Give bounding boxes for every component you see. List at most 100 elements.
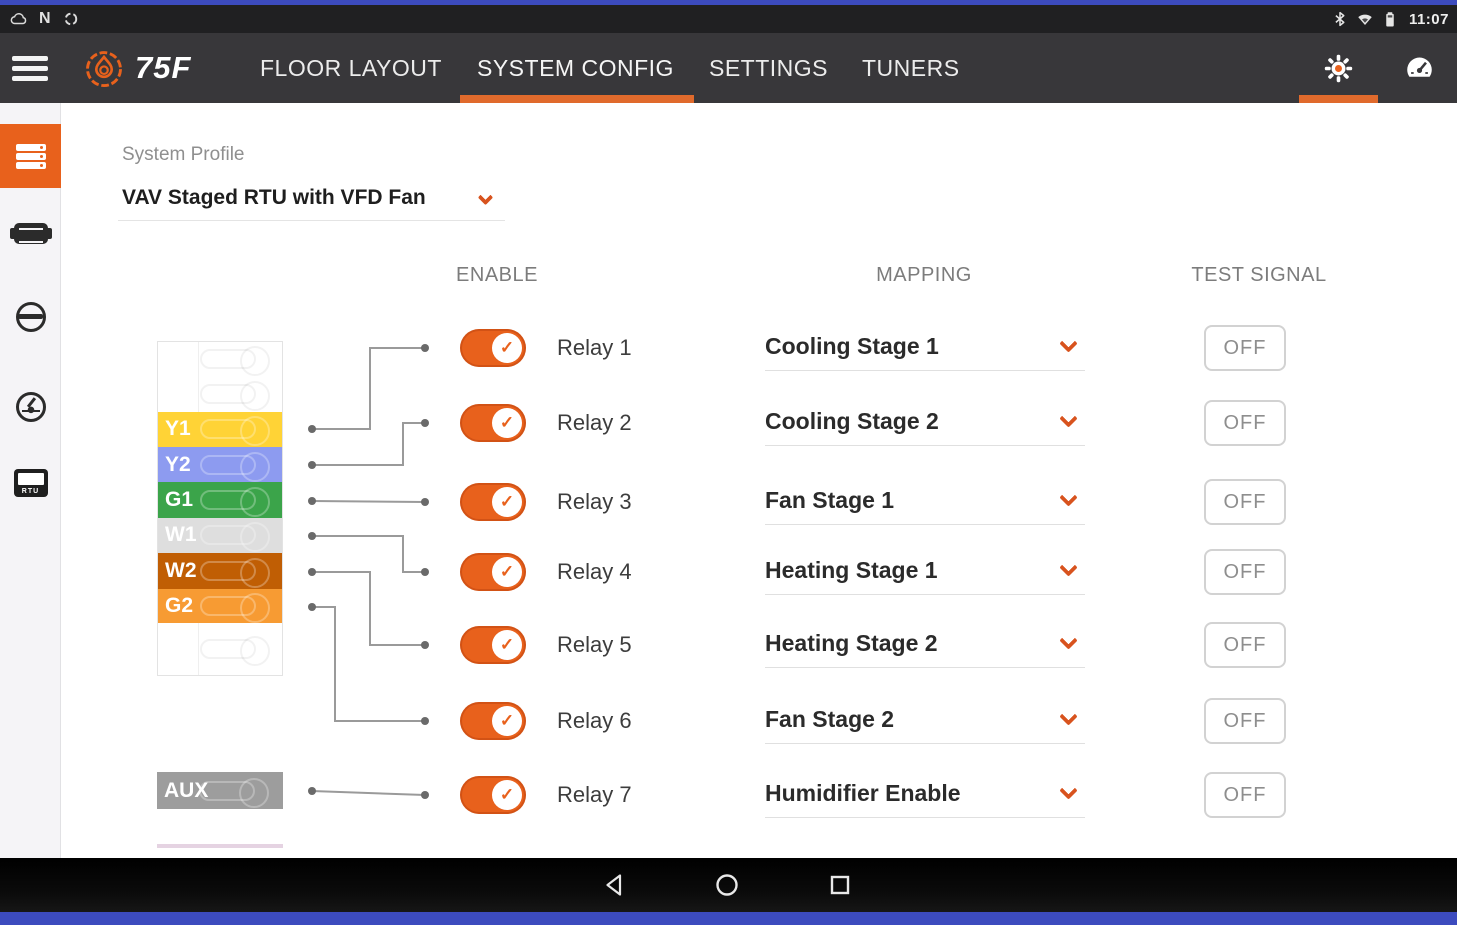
sync-notification-icon [64,12,77,26]
relay-enable-toggle[interactable]: ✓ [460,776,526,814]
test-signal-button[interactable]: OFF [1204,479,1286,525]
relay-label: Relay 1 [557,335,632,360]
sidebar-item-system-profile[interactable] [0,124,61,188]
toggle-check-icon: ✓ [492,487,522,517]
relay-mapping-dropdown[interactable]: Cooling Stage 2 [765,399,1085,446]
dial-icon [15,392,46,422]
terminal-label: Y2 [165,452,191,476]
relay-mapping-dropdown[interactable]: Cooling Stage 1 [765,324,1085,371]
sidebar-item-damper[interactable] [0,285,61,349]
terminal-label: W1 [165,523,197,547]
chevron-down-icon [1059,409,1078,428]
sidebar-item-dial[interactable] [0,375,61,439]
brand-logo: 75F [82,46,191,90]
back-icon[interactable] [602,871,630,899]
wire-aux-to-relay-7 [311,790,426,796]
screen-edge-bottom [0,912,1457,925]
tab-tuners[interactable]: TUNERS [862,55,960,81]
mapping-value: Fan Stage 1 [765,487,895,513]
home-icon[interactable] [713,871,741,899]
wire-g1-to-relay-3 [311,500,426,503]
terminal-keyhole [200,487,270,518]
relay-enable-toggle[interactable]: ✓ [460,626,526,664]
wire-node [308,603,316,611]
tab-floor-layout[interactable]: FLOOR LAYOUT [260,55,442,81]
relay-enable-toggle[interactable]: ✓ [460,553,526,591]
screen-edge-top [0,0,1457,5]
sidebar-item-rtu[interactable]: RTU [0,451,61,515]
terminal-label: G1 [165,488,194,512]
recents-icon[interactable] [826,871,854,899]
wire-node [308,497,316,505]
system-status-icons: 11:07 [1331,9,1449,29]
toggle-check-icon: ✓ [492,706,522,736]
relay-enable-toggle[interactable]: ✓ [460,329,526,367]
sidebar-item-controller[interactable] [0,201,61,265]
column-header-enable: ENABLE [456,264,538,286]
settings-gear-icon[interactable] [1323,53,1354,84]
terminal-keyhole [200,451,270,482]
terminal-keyhole [200,522,270,553]
bluetooth-icon [1335,11,1345,27]
relay-mapping-dropdown[interactable]: Humidifier Enable [765,771,1085,818]
test-signal-button[interactable]: OFF [1204,400,1286,446]
brand-flame-icon [86,51,122,88]
terminal-keyhole [199,777,269,808]
menu-icon[interactable] [12,56,48,81]
relay-enable-toggle[interactable]: ✓ [460,404,526,442]
relay-mapping-dropdown[interactable]: Heating Stage 1 [765,548,1085,595]
brand-text: 75F [135,50,192,85]
wire-node [421,498,429,506]
relay-row-4: ✓ Relay 4 Heating Stage 1 OFF [460,548,1340,596]
terminal-label: W2 [165,558,197,582]
system-profile-label: System Profile [122,144,245,165]
terminal-keyhole [200,416,270,447]
test-signal-button[interactable]: OFF [1204,698,1286,744]
terminal-keyhole [200,592,270,623]
terminal-keyhole [200,381,270,412]
wire-node [421,419,429,427]
wiring-diagram [308,344,429,799]
relay-label: Relay 4 [557,559,632,584]
chevron-down-icon [1059,334,1078,353]
relay-enable-toggle[interactable]: ✓ [460,483,526,521]
relay-mapping-dropdown[interactable]: Heating Stage 2 [765,621,1085,668]
relay-row-1: ✓ Relay 1 Cooling Stage 1 OFF [460,324,1340,372]
android-status-bar: N 11:07 [0,5,1457,33]
terminal-row: G2 [158,588,282,624]
toggle-check-icon: ✓ [492,408,522,438]
wire-node [308,425,316,433]
wire-node [421,344,429,352]
relay-mapping-dropdown[interactable]: Fan Stage 2 [765,697,1085,744]
chevron-down-icon [1059,631,1078,650]
mapping-value: Heating Stage 1 [765,557,938,583]
wire-node [308,461,316,469]
aux-terminal: AUX [157,772,283,809]
test-signal-button[interactable]: OFF [1204,622,1286,668]
toggle-check-icon: ✓ [492,557,522,587]
mapping-value: Humidifier Enable [765,780,961,806]
dashboard-gauge-icon[interactable] [1404,53,1435,84]
android-nav-bar [0,858,1457,912]
system-profile-dropdown[interactable] [118,180,508,222]
terminal-row: G1 [158,482,282,518]
system-profile-underline [118,220,505,221]
relay-mapping-dropdown[interactable]: Fan Stage 1 [765,478,1085,525]
tab-system-config[interactable]: SYSTEM CONFIG [477,55,674,81]
test-signal-button[interactable]: OFF [1204,549,1286,595]
relay-label: Relay 3 [557,489,632,514]
terminal-row: W2 [158,552,282,589]
terminal-label: G2 [165,593,194,617]
column-header-test-signal: TEST SIGNAL [1191,264,1327,286]
test-signal-button[interactable]: OFF [1204,772,1286,818]
tab-settings[interactable]: SETTINGS [709,55,829,81]
mapping-value: Cooling Stage 1 [765,333,939,359]
terminal-row: Y2 [158,447,282,483]
test-signal-button[interactable]: OFF [1204,325,1286,371]
wire-node [308,532,316,540]
clock: 11:07 [1408,10,1449,28]
relay-enable-toggle[interactable]: ✓ [460,702,526,740]
